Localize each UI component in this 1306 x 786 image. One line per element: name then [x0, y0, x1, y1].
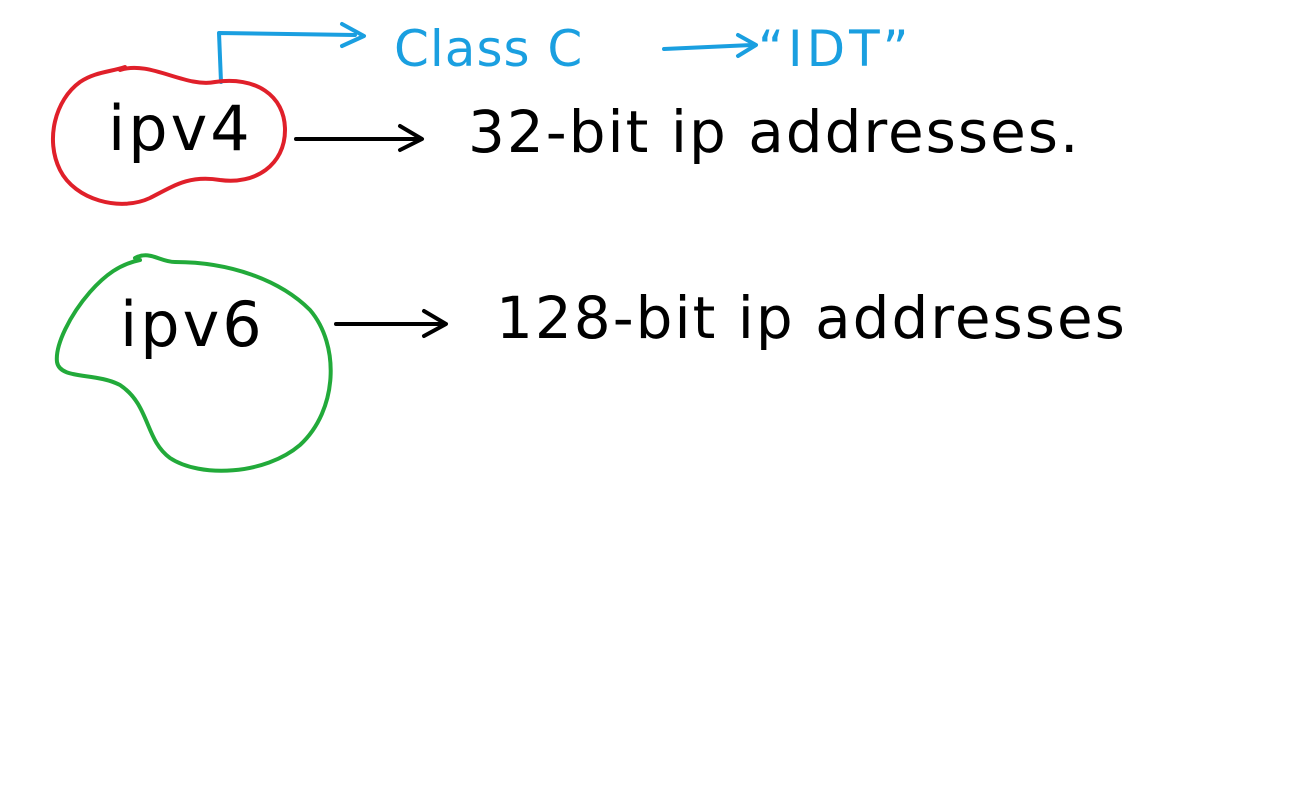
ipv4-arrowhead	[398, 124, 424, 152]
ipv4-red-circle	[51, 65, 287, 206]
ipv6-label: ipv6	[120, 288, 265, 361]
bracket-arrow-to-class-c	[217, 31, 357, 84]
ipv4-row: ipv4 32-bit ip addresses.	[51, 65, 1080, 206]
ipv4-description: 32-bit ip addresses.	[468, 98, 1080, 166]
ipv6-description: 128-bit ip addresses	[496, 284, 1127, 352]
class-c-label: Class C	[394, 20, 583, 78]
ipv4-label: ipv4	[108, 92, 253, 165]
class-c-annotation: Class C “IDT”	[217, 20, 913, 84]
arrow-to-idt	[662, 43, 754, 51]
ipv6-arrowhead	[422, 309, 448, 338]
ipv6-green-circle	[54, 253, 333, 473]
idt-label: “IDT”	[758, 20, 913, 78]
ipv6-row: ipv6 128-bit ip addresses	[54, 253, 1127, 473]
arrow-to-idt-head	[736, 33, 758, 58]
bracket-arrowhead	[340, 22, 366, 48]
